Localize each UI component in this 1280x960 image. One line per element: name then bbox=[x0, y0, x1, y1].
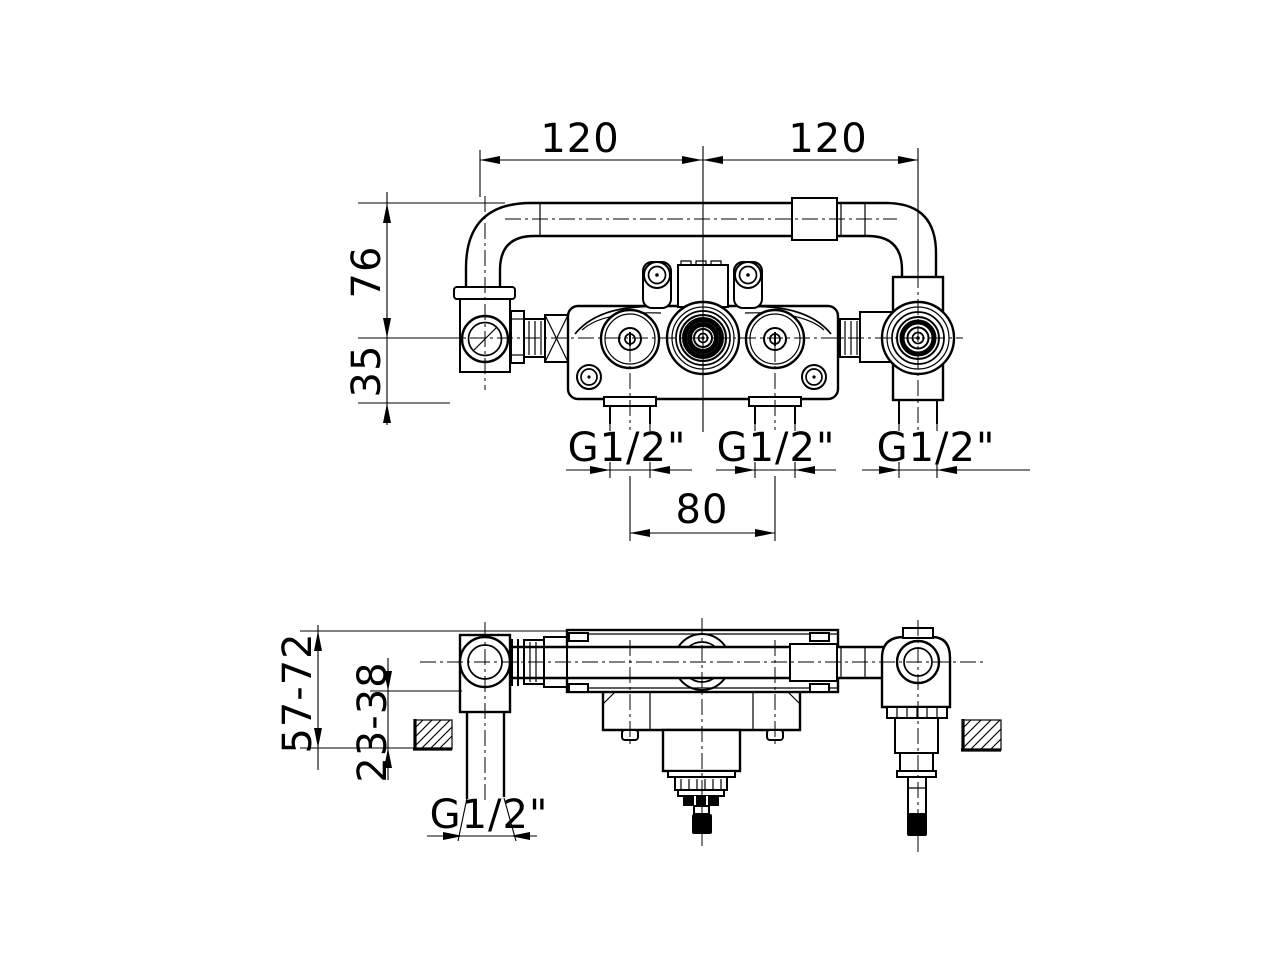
centerlines-side bbox=[420, 618, 985, 852]
dimensions-side: 57-72 23-38 G1/2" bbox=[275, 625, 567, 842]
front-view: 120 120 76 35 bbox=[344, 116, 1030, 541]
side-view: 57-72 23-38 G1/2" bbox=[275, 618, 1002, 852]
thread-label-center: G1/2" bbox=[717, 425, 836, 471]
dim-label-120-left: 120 bbox=[540, 116, 619, 162]
wall-section-left bbox=[413, 719, 453, 751]
dim-label-120-right: 120 bbox=[788, 116, 867, 162]
right-valve-dial bbox=[744, 308, 806, 370]
thread-label-left: G1/2" bbox=[568, 425, 687, 471]
centerlines-front bbox=[443, 146, 963, 432]
dimensions-front: 120 120 76 35 bbox=[344, 116, 1030, 541]
thread-label-right: G1/2" bbox=[877, 425, 996, 471]
dim-label-76: 76 bbox=[344, 246, 390, 299]
left-elbow bbox=[453, 286, 569, 373]
valve-stem-tip bbox=[907, 814, 927, 836]
dim-label-23-38: 23-38 bbox=[350, 661, 396, 782]
thread-label-bottom: G1/2" bbox=[430, 792, 549, 838]
dim-label-57-72: 57-72 bbox=[275, 632, 321, 753]
dim-label-35: 35 bbox=[344, 345, 390, 398]
wall-section-right bbox=[961, 719, 1002, 752]
dim-label-80: 80 bbox=[676, 487, 729, 533]
right-valve-side bbox=[880, 627, 952, 836]
cartridge-stem-tip bbox=[692, 814, 712, 834]
